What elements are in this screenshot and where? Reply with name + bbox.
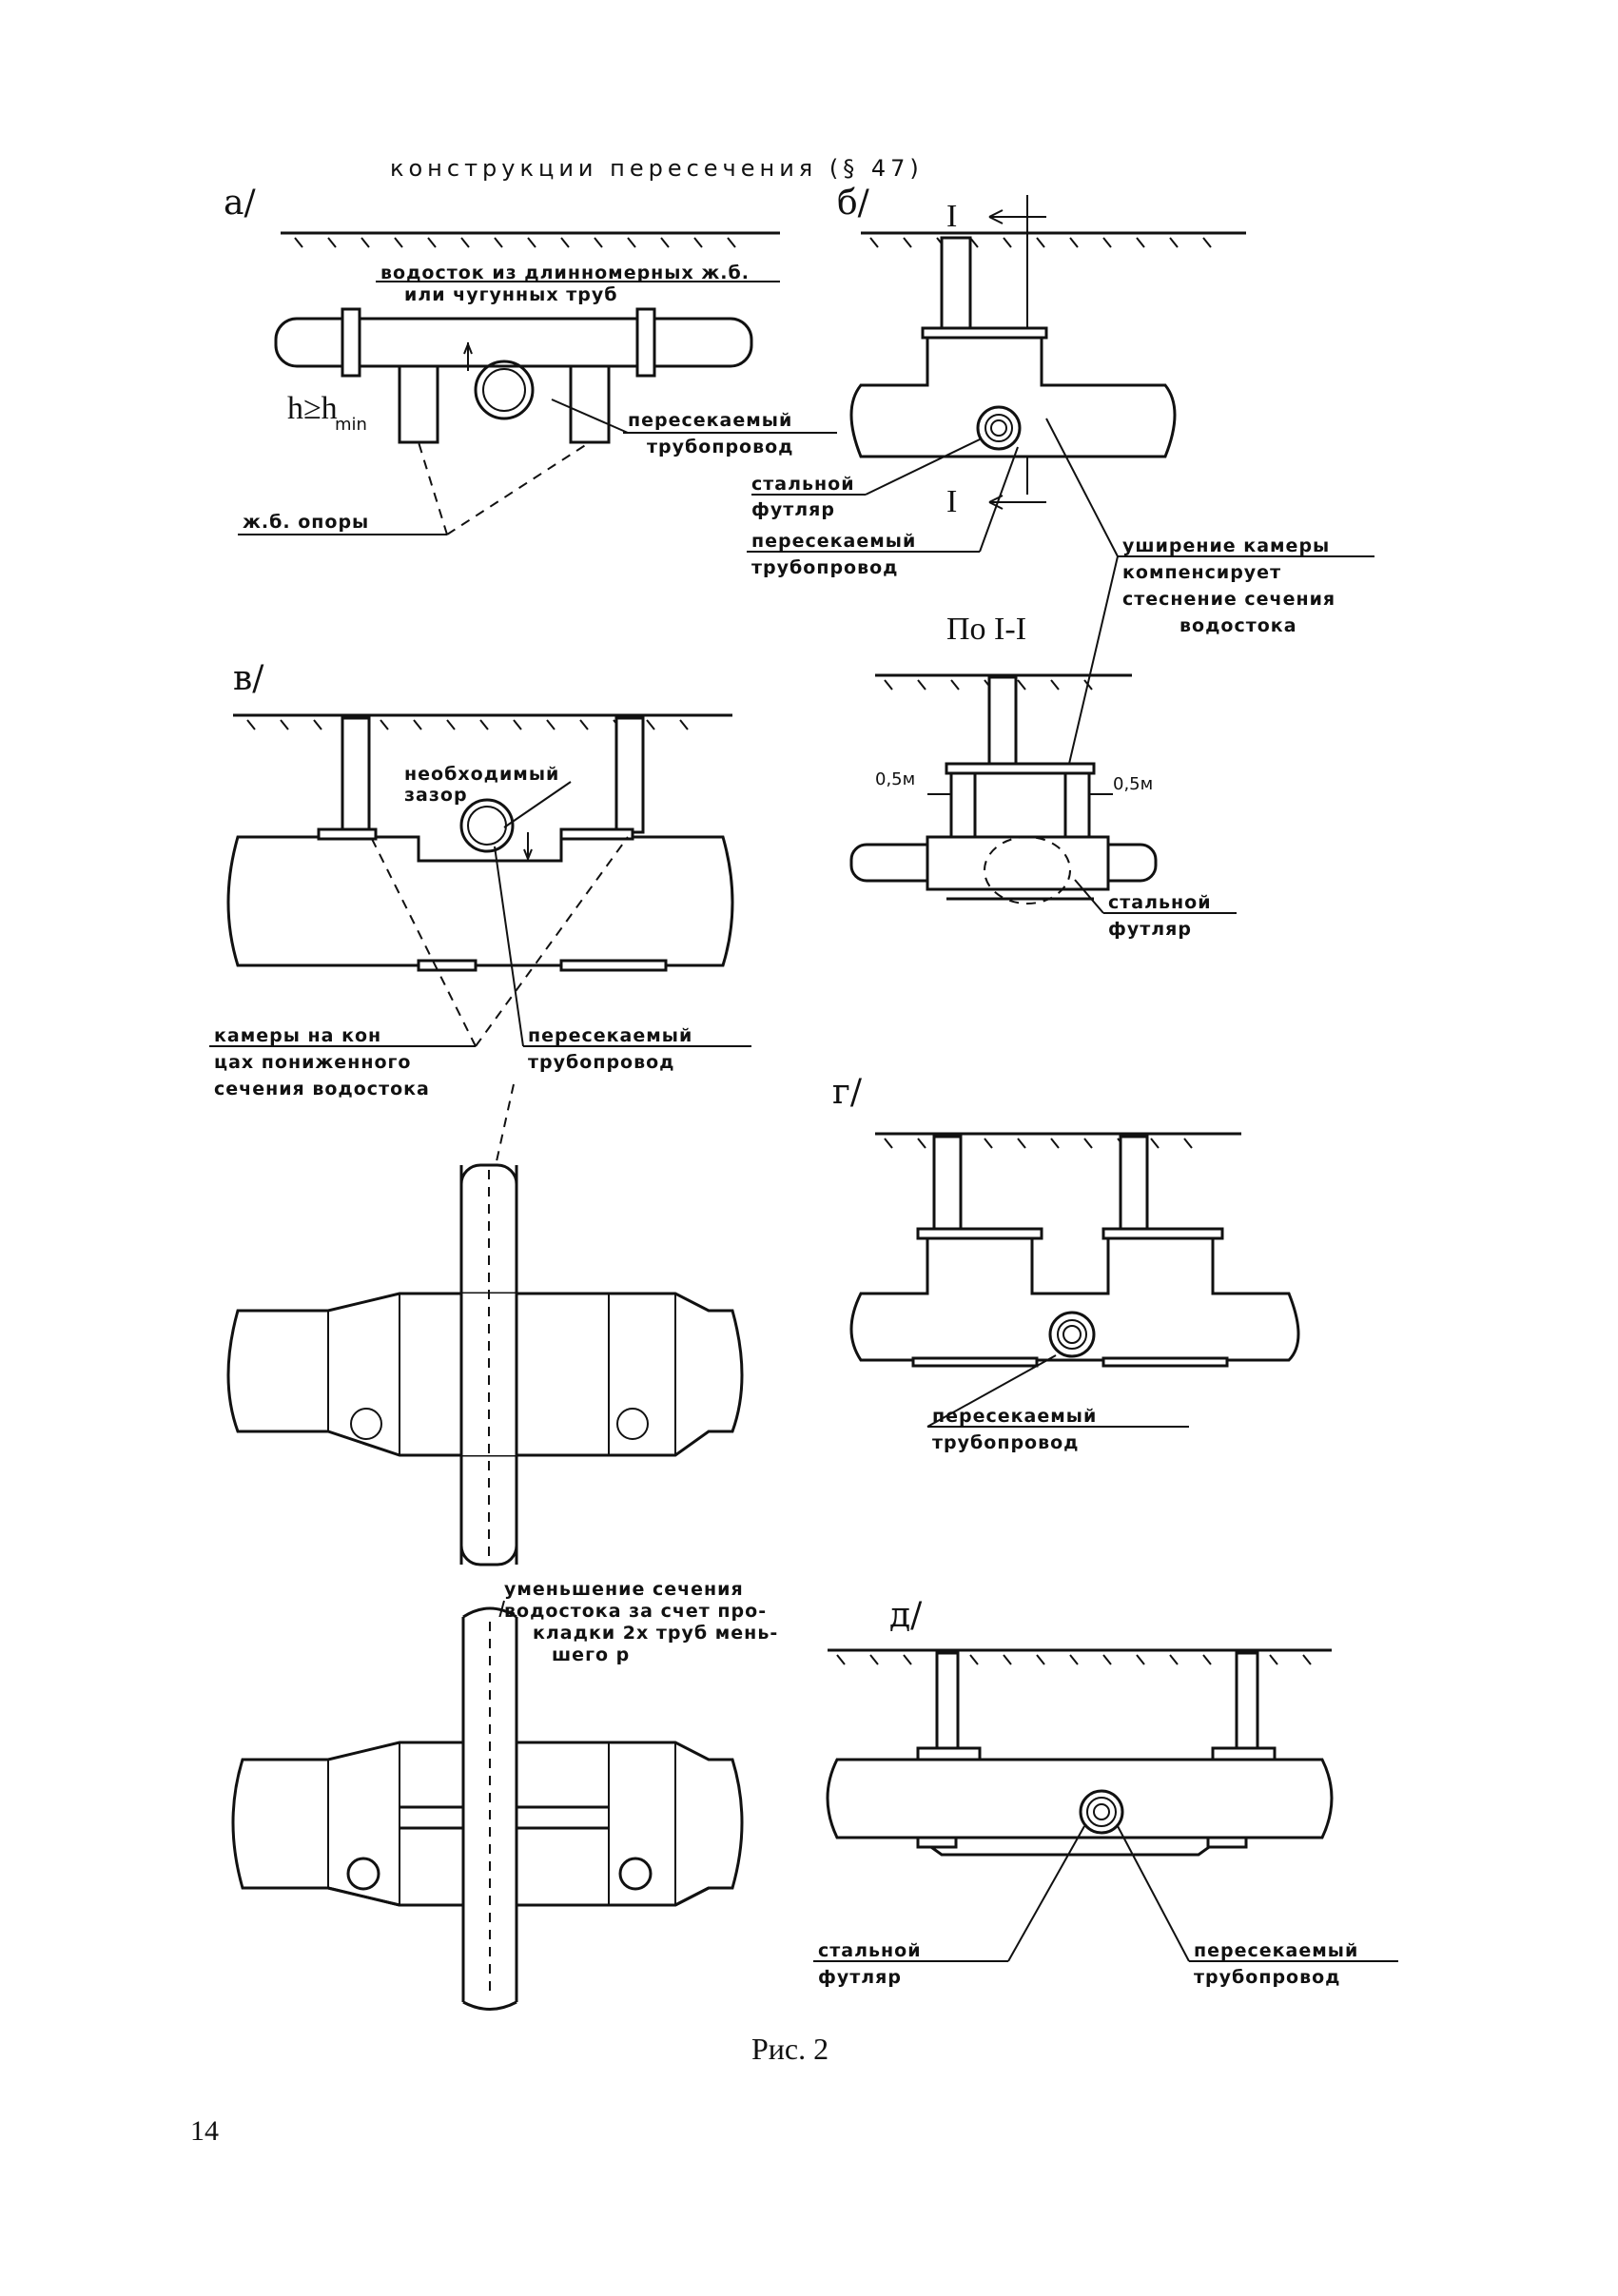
crossed-pipe-b <box>976 405 1022 451</box>
drain-plan-1 <box>226 1165 744 1565</box>
crossed-pipe-d <box>1079 1789 1124 1835</box>
label-casing-section: стальной <box>1108 892 1212 913</box>
label-pipe-g-2: трубопровод <box>932 1432 1080 1453</box>
drain-body-d <box>826 1746 1334 1857</box>
leader-widen-b-2 <box>1045 418 1119 781</box>
leader-casing-section-2 <box>1074 879 1104 914</box>
note-line-4: шего р <box>552 1644 630 1665</box>
label-widen-b-4: водостока <box>1179 615 1297 636</box>
label-widen-b-3: стеснение сечения <box>1122 589 1335 610</box>
drain-pipe-section <box>849 835 1158 905</box>
shaft-b <box>940 236 972 335</box>
label-pipe-a: пересекаемый <box>628 410 792 431</box>
figure-d: д/ стальной футляр пересекаемый т <box>813 1596 1398 1988</box>
label-pipe-d-2: трубопровод <box>1194 1967 1341 1988</box>
figure-v-letter: в/ <box>233 659 264 698</box>
label-h-a: h≥h <box>287 391 338 426</box>
label-gap-v: необходимый <box>404 764 559 785</box>
leader-chambers-v-2 <box>370 836 629 1047</box>
leader-pipe-v-2 <box>494 846 524 1047</box>
section-mark-bottom: I <box>946 484 957 519</box>
ground-surface-b <box>861 231 1246 248</box>
label-pipe-d: пересекаемый <box>1194 1940 1358 1961</box>
note-line-2: водостока за счет про- <box>504 1601 767 1622</box>
label-drain-a-2: или чугунных труб <box>404 284 617 305</box>
shafts-g <box>932 1135 1149 1234</box>
ground-surface-v <box>233 713 732 730</box>
figure-g: г/ пересекаемый трубопровод <box>832 1073 1300 1453</box>
page-number: 14 <box>190 2115 219 2147</box>
label-chambers-v: камеры на кон <box>214 1025 381 1046</box>
label-casing-section-2: футляр <box>1108 919 1192 940</box>
gap-arrow-v <box>523 832 533 862</box>
leader-pipe-d-2 <box>1117 1825 1190 1962</box>
figure-b-letter: б/ <box>837 184 870 223</box>
label-chambers-v-3: сечения водостока <box>214 1079 430 1099</box>
section-mark-top: I <box>946 199 957 234</box>
leader-casing-b-2 <box>865 438 981 496</box>
chamber-b <box>849 326 1177 458</box>
label-pipe-v-2: трубопровод <box>528 1052 675 1073</box>
ground-surface-g <box>875 1132 1241 1149</box>
plan-view-top <box>226 1163 744 1566</box>
section-i-i: По I-I 0,5м 0,5м стальной футляр <box>849 612 1237 940</box>
figure-a-letter: а/ <box>224 184 256 223</box>
dim-right-section: 0,5м <box>1113 774 1153 794</box>
label-chambers-v-2: цах пониженного <box>214 1052 411 1073</box>
label-widen-b: уширение камеры <box>1122 535 1330 556</box>
label-drain-a: водосток из длинномерных ж.б. <box>380 263 750 283</box>
shaft-section <box>987 675 1018 769</box>
label-pipe-b: пересекаемый <box>751 531 916 552</box>
leader-pipe-b-2 <box>979 446 1019 553</box>
label-pipe-b-2: трубопровод <box>751 557 899 578</box>
crossed-pipe-v <box>459 798 515 853</box>
chamber-walls-section <box>945 762 1096 844</box>
crossed-pipe-a <box>474 360 535 420</box>
ground-surface-a <box>281 231 780 248</box>
leader-supports-a-2 <box>418 441 591 535</box>
shafts-v <box>341 716 645 834</box>
label-casing-b-2: футляр <box>751 499 835 520</box>
note-line-3: кладки 2х труб мень- <box>533 1623 778 1644</box>
figure-a: а/ водосток из длинномерных ж.б. или чуг… <box>224 184 837 535</box>
figure-g-letter: г/ <box>832 1073 863 1112</box>
leader-pipe-g-2 <box>926 1354 1057 1428</box>
leader-casing-d-2 <box>1007 1825 1085 1962</box>
crossed-pipe-g <box>1048 1311 1096 1358</box>
figure-d-letter: д/ <box>889 1596 923 1635</box>
dim-left-section: 0,5м <box>875 769 915 789</box>
drain-body-v <box>226 827 734 972</box>
label-casing-d: стальной <box>818 1940 922 1961</box>
plan-view-bottom: уменьшение сечения водостока за счет про… <box>231 1579 778 2011</box>
leader-gap-v <box>503 781 572 828</box>
leader-pipe-a-2 <box>551 399 629 434</box>
leader-to-plan-v <box>494 1083 515 1171</box>
chamber-g <box>849 1227 1300 1368</box>
page-title: конструкции пересечения (§ 47) <box>390 155 924 182</box>
label-h-sub-a: min <box>335 415 367 435</box>
ground-surface-d <box>828 1648 1332 1665</box>
label-pipe-a-2: трубопровод <box>647 437 794 457</box>
crossed-pipe-plan-2 <box>461 1606 518 2011</box>
label-casing-d-2: футляр <box>818 1967 902 1988</box>
label-widen-b-2: компенсирует <box>1122 562 1281 583</box>
label-pipe-g: пересекаемый <box>932 1406 1097 1427</box>
clearance-arrow-a <box>463 341 473 371</box>
label-casing-b: стальной <box>751 474 855 495</box>
section-title: По I-I <box>946 612 1026 647</box>
figure-b: б/ I I стальной футляр пересекаемый труб… <box>747 184 1374 781</box>
drain-pipe-a <box>274 307 753 378</box>
figure-caption: Рис. 2 <box>751 2032 828 2066</box>
shafts-d <box>935 1651 1259 1750</box>
figure-v: в/ необходимый зазор камеры на кон цах п… <box>209 659 751 1171</box>
label-supports-a: ж.б. опоры <box>243 512 369 533</box>
label-pipe-v: пересекаемый <box>528 1025 692 1046</box>
section-line-b <box>988 195 1046 495</box>
support-right-a <box>569 364 611 444</box>
note-line-1: уменьшение сечения <box>504 1579 744 1600</box>
label-gap-v-2: зазор <box>404 785 468 806</box>
support-left-a <box>398 364 439 444</box>
